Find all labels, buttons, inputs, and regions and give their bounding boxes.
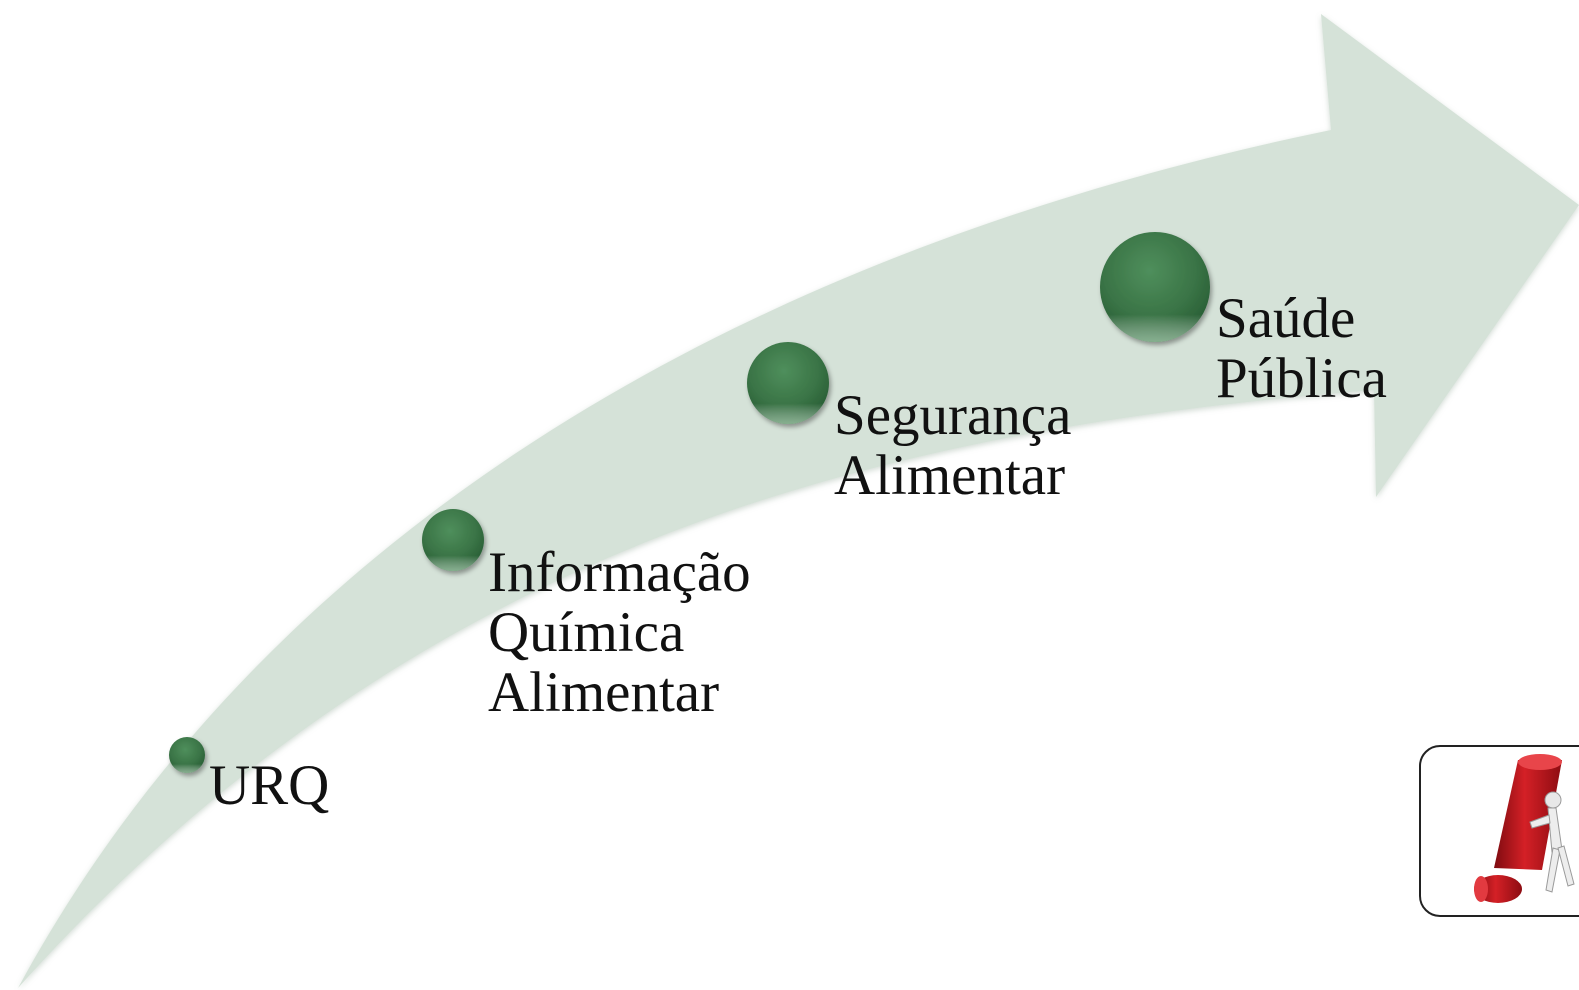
- step-label-line: Química: [488, 601, 685, 664]
- step-label-saude: Saúde Pública: [1216, 289, 1387, 409]
- step-label-line: Informação: [488, 541, 751, 604]
- curved-arrow-shape: [18, 14, 1579, 988]
- step-label-seguranca: Segurança Alimentar: [834, 386, 1071, 506]
- step-label-line: URQ: [209, 754, 330, 817]
- step-label-informacao: Informação Química Alimentar: [488, 543, 751, 723]
- step-label-line: Saúde: [1216, 287, 1356, 350]
- step-label-line: Alimentar: [834, 444, 1066, 507]
- warning-card: [1419, 745, 1579, 917]
- step-node-urq: [169, 737, 205, 773]
- exclamation-figure-icon: [1474, 754, 1575, 903]
- step-node-seguranca: [747, 342, 829, 424]
- step-node-informacao: [422, 509, 484, 571]
- step-node-saude: [1100, 232, 1210, 342]
- step-label-line: Alimentar: [488, 661, 720, 724]
- step-label-line: Pública: [1216, 347, 1387, 410]
- step-label-urq: URQ: [209, 756, 329, 816]
- step-label-line: Segurança: [834, 384, 1072, 447]
